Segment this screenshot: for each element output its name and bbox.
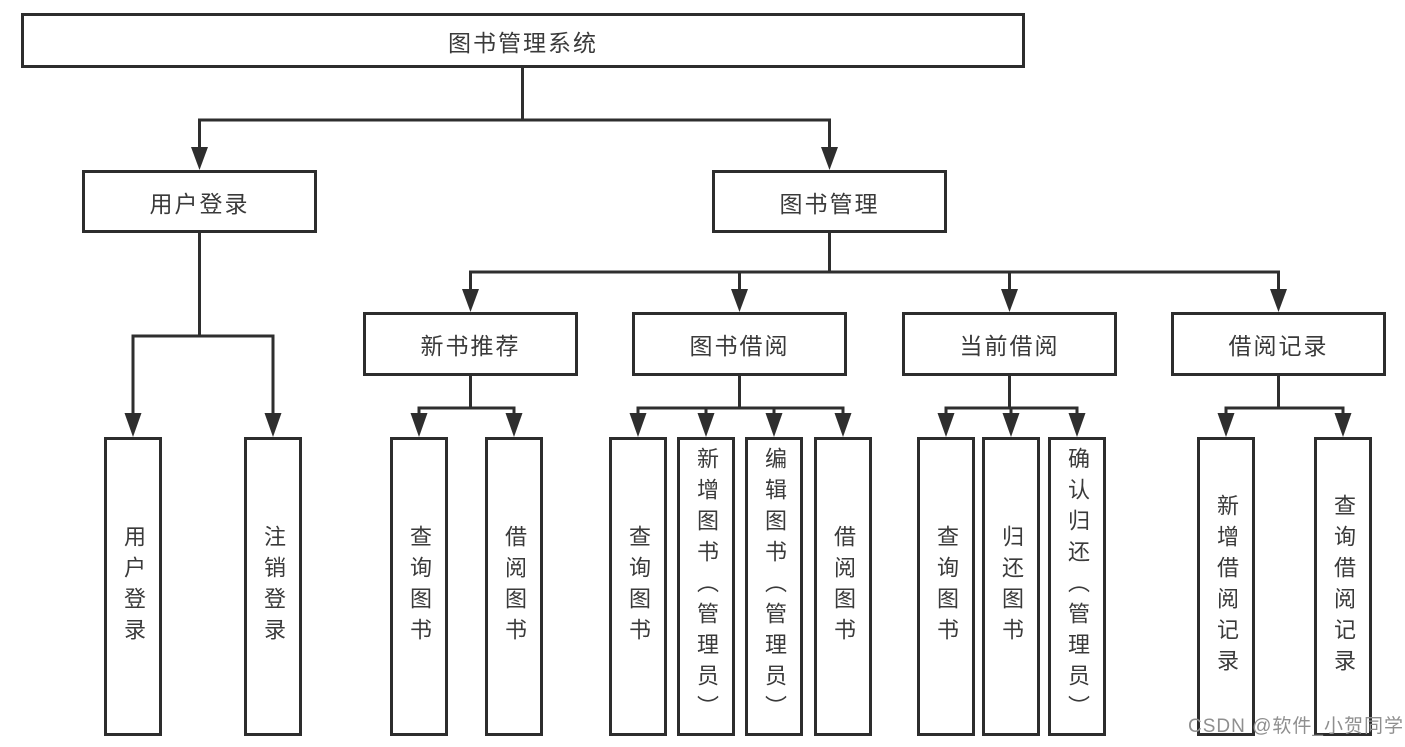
node-library-system-label: 图书管理系统 [448,29,598,56]
leaf-edit-book-admin: 编辑图书（管理员） [745,437,803,736]
leaf-borrow-book-2-label: 借阅图书 [831,524,856,649]
node-new-book-recommend: 新书推荐 [363,312,578,376]
node-book-management: 图书管理 [712,170,947,233]
leaf-query-book-2: 查询图书 [609,437,667,736]
leaf-query-book-1: 查询图书 [390,437,448,736]
leaf-query-book-3: 查询图书 [917,437,975,736]
leaf-query-book-2-label: 查询图书 [626,524,651,649]
leaf-add-book-admin-label: 新增图书（管理员） [694,447,719,726]
leaf-user-login-label: 用户登录 [121,524,146,649]
csdn-watermark: CSDN @软件_小贺同学 [1188,716,1404,737]
leaf-borrow-book-2: 借阅图书 [814,437,872,736]
leaf-return-book-label: 归还图书 [999,524,1024,649]
node-book-management-label: 图书管理 [779,190,880,217]
node-new-book-recommend-label: 新书推荐 [420,333,521,359]
leaf-add-book-admin: 新增图书（管理员） [677,437,735,736]
leaf-query-book-1-label: 查询图书 [407,524,432,649]
node-user-login: 用户登录 [82,170,317,233]
node-library-system: 图书管理系统 [21,13,1025,68]
leaf-user-login: 用户登录 [104,437,162,736]
leaf-query-borrow-record: 查询借阅记录 [1314,437,1372,736]
node-book-borrow: 图书借阅 [632,312,847,376]
leaf-borrow-book-1: 借阅图书 [485,437,543,736]
leaf-confirm-return-admin-label: 确认归还（管理员） [1065,447,1090,726]
leaf-query-book-3-label: 查询图书 [934,524,959,649]
leaf-logout-label: 注销登录 [261,524,286,649]
leaf-add-borrow-record: 新增借阅记录 [1197,437,1255,736]
node-book-borrow-label: 图书借阅 [689,333,790,359]
leaf-edit-book-admin-label: 编辑图书（管理员） [762,447,787,726]
node-borrow-records: 借阅记录 [1171,312,1386,376]
node-current-borrow-label: 当前借阅 [959,333,1060,359]
node-borrow-records-label: 借阅记录 [1228,333,1329,359]
leaf-confirm-return-admin: 确认归还（管理员） [1048,437,1106,736]
node-current-borrow: 当前借阅 [902,312,1117,376]
leaf-query-borrow-record-label: 查询借阅记录 [1331,493,1356,680]
leaf-borrow-book-1-label: 借阅图书 [502,524,527,649]
leaf-add-borrow-record-label: 新增借阅记录 [1214,493,1239,680]
leaf-logout: 注销登录 [244,437,302,736]
leaf-return-book: 归还图书 [982,437,1040,736]
node-user-login-label: 用户登录 [149,190,250,217]
